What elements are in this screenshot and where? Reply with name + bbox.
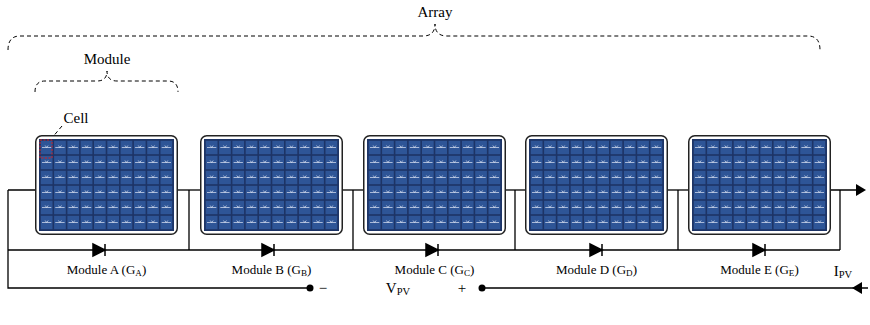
arrow-head <box>852 282 862 294</box>
pv-module-illustration <box>363 135 506 235</box>
polarity-sign: − <box>319 280 327 297</box>
series-wire <box>506 190 525 191</box>
voltage-label: VPV <box>386 280 410 297</box>
pv-module-illustration <box>200 135 343 235</box>
pv-module: Module C (GC) <box>363 135 506 235</box>
pv-module-illustration <box>35 135 178 235</box>
module-label: Module D (GD) <box>556 262 637 278</box>
current-label: IPV <box>834 263 852 280</box>
pv-module: Module E (GE) <box>688 135 831 235</box>
array-label: Array <box>418 4 453 21</box>
module-label: Module A (GA) <box>67 262 147 278</box>
polarity-sign: + <box>458 280 466 297</box>
terminal <box>479 285 486 292</box>
module-label: Module E (GE) <box>720 262 799 278</box>
pv-module-illustration <box>688 135 831 235</box>
terminal <box>307 285 314 292</box>
module-label: Module C (GC) <box>395 262 475 278</box>
bypass-diodes <box>93 244 765 256</box>
array-brace <box>8 24 820 50</box>
module-label: Module <box>84 51 131 68</box>
module-label: Module B (GB) <box>232 262 312 278</box>
series-wire <box>178 190 200 191</box>
series-wire <box>343 190 363 191</box>
wire <box>8 190 868 288</box>
pv-module: Module B (GB) <box>200 135 343 235</box>
arrow-head <box>856 184 866 196</box>
pv-module: Module D (GD) <box>525 135 668 235</box>
series-wire <box>668 190 688 191</box>
cell-marker <box>40 140 52 158</box>
pv-module-illustration <box>525 135 668 235</box>
module-brace <box>35 71 178 92</box>
cell-label: Cell <box>64 110 89 127</box>
pv-module: Module A (GA) <box>35 135 178 235</box>
